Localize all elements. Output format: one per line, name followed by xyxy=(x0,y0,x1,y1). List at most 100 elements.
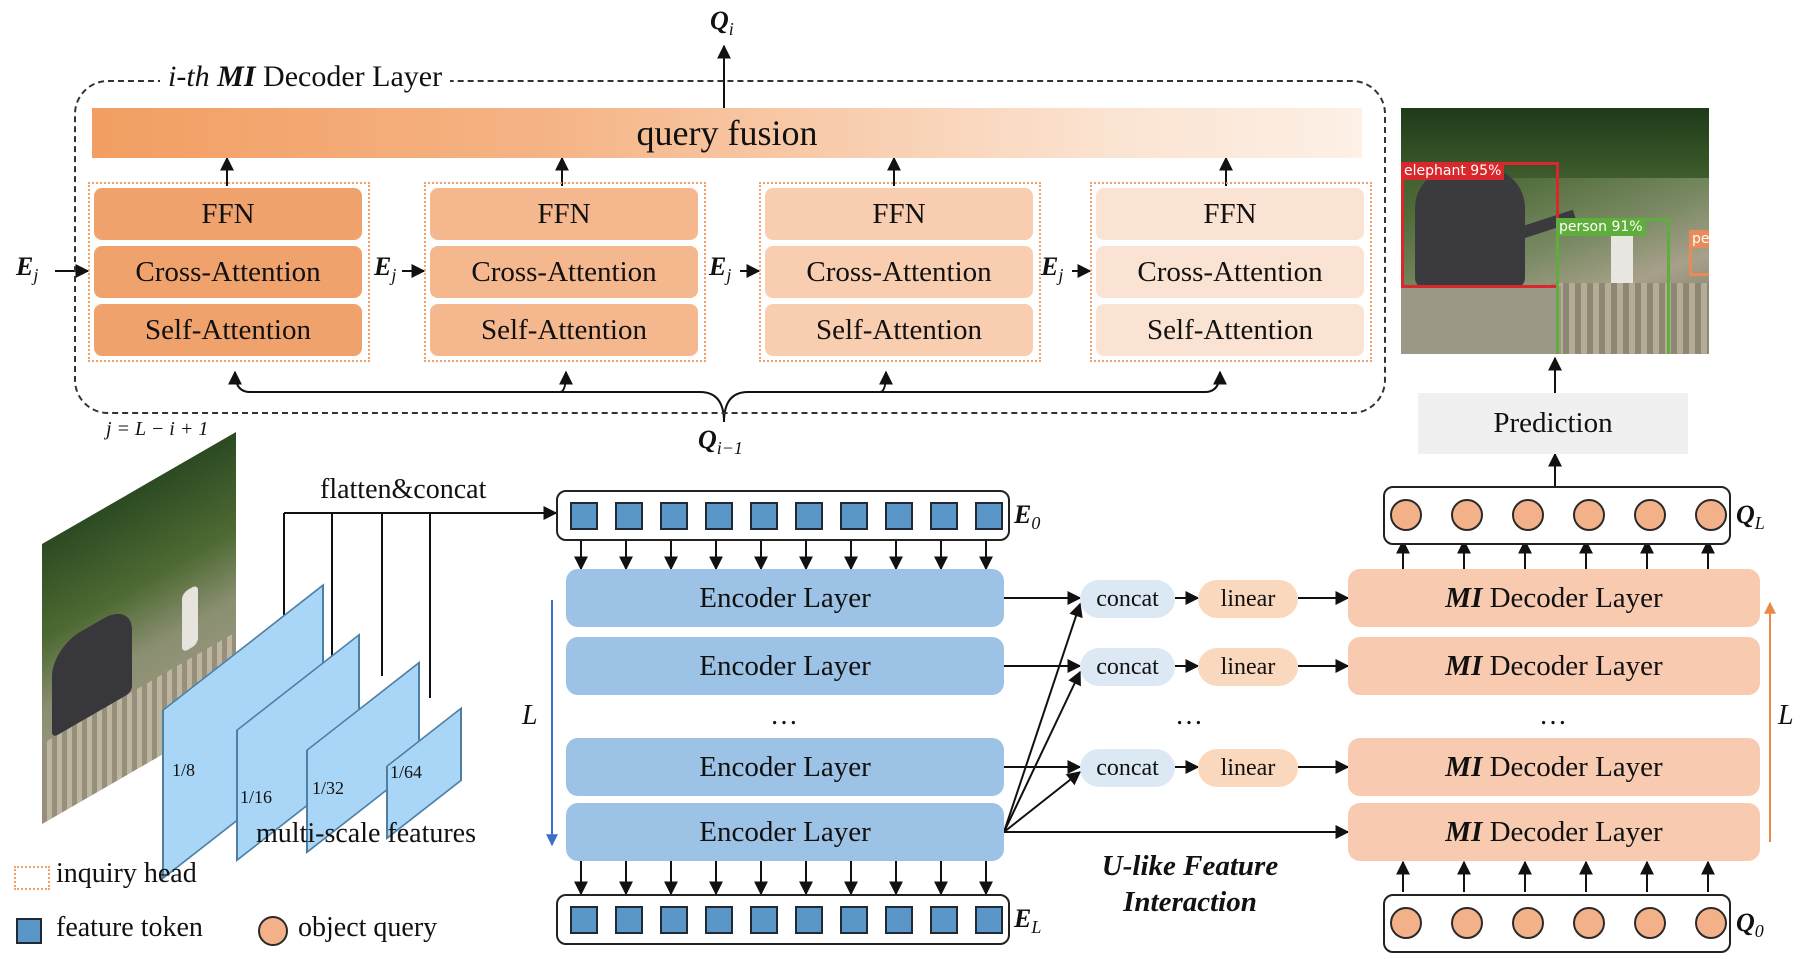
detection-box-elephant: elephant 95% xyxy=(1401,162,1559,288)
inquiry-head-3: FFN Cross-Attention Self-Attention xyxy=(759,182,1041,362)
elephant-shape xyxy=(1415,168,1525,288)
ej-base: E xyxy=(374,252,392,281)
feature-token xyxy=(975,502,1003,530)
decoder-layer-text: Decoder Layer xyxy=(1482,750,1663,783)
cross-attention-block: Cross-Attention xyxy=(94,246,362,298)
wall-shape xyxy=(1401,286,1561,354)
feature-token xyxy=(615,906,643,934)
encoder-ellipsis: … xyxy=(770,700,800,731)
fence-shape xyxy=(1551,283,1709,354)
mi-decoder-layer-1: MI Decoder Layer xyxy=(1348,569,1760,627)
multi-scale-features-label: multi-scale features xyxy=(256,818,477,849)
q0-label: Q0 xyxy=(1736,908,1764,942)
ffn-block: FFN xyxy=(430,188,698,240)
object-query xyxy=(1695,907,1727,939)
u-like-title-line2: Interaction xyxy=(1123,886,1257,918)
feature-token xyxy=(930,906,958,934)
mi-bold: MI xyxy=(1445,750,1483,783)
input-person-shape xyxy=(182,583,198,654)
ej-sub: j xyxy=(391,265,397,286)
q0-base: Q xyxy=(1736,908,1755,937)
concat-node-2: concat xyxy=(1080,648,1175,686)
feature-token xyxy=(840,906,868,934)
flatten-concat-label: flatten&concat xyxy=(320,474,487,505)
index-relation: j = L − i + 1 xyxy=(106,418,209,440)
object-query-legend-icon xyxy=(258,916,288,946)
scale-label-1-16: 1/16 xyxy=(240,787,273,807)
e0-label: E0 xyxy=(1014,500,1040,534)
ffn-block: FFN xyxy=(94,188,362,240)
feature-token xyxy=(930,502,958,530)
cross-attention-block: Cross-Attention xyxy=(430,246,698,298)
ej-sub: j xyxy=(1058,265,1064,286)
query-bar-ql xyxy=(1383,486,1731,545)
ej-base: E xyxy=(1041,252,1059,281)
detection-label-elephant: elephant 95% xyxy=(1401,162,1505,180)
query-bar-q0 xyxy=(1383,894,1731,953)
el-label: EL xyxy=(1014,904,1041,938)
mi-decoder-layer-4: MI Decoder Layer xyxy=(1348,803,1760,861)
decoder-ellipsis: … xyxy=(1539,700,1569,731)
self-attention-block: Self-Attention xyxy=(94,304,362,356)
ej-label-2: Ej xyxy=(374,252,396,286)
encoder-depth-label: L xyxy=(522,700,538,731)
query-fusion-bar: query fusion xyxy=(92,108,1362,158)
cross-attention-block: Cross-Attention xyxy=(765,246,1033,298)
self-attention-block: Self-Attention xyxy=(1096,304,1364,356)
ffn-block: FFN xyxy=(765,188,1033,240)
ej-label-4: Ej xyxy=(1041,252,1063,286)
detection-box-partial: pe xyxy=(1689,230,1709,276)
object-query-legend-label: object query xyxy=(298,912,438,943)
encoder-layer-1: Encoder Layer xyxy=(566,569,1004,627)
e0-base: E xyxy=(1014,500,1032,529)
feature-token xyxy=(795,502,823,530)
self-attention-block: Self-Attention xyxy=(765,304,1033,356)
u-like-interaction-title: U-like Feature Interaction xyxy=(1070,848,1310,920)
concat-node-1: concat xyxy=(1080,580,1175,618)
output-query-label: Qi xyxy=(710,6,734,40)
feature-token xyxy=(705,502,733,530)
feature-token xyxy=(570,502,598,530)
cross-attention-block: Cross-Attention xyxy=(1096,246,1364,298)
title-bold: MI xyxy=(217,60,256,93)
feature-token xyxy=(795,906,823,934)
ql-label: QL xyxy=(1736,500,1765,534)
feature-token xyxy=(615,502,643,530)
mi-bold: MI xyxy=(1445,581,1483,614)
mi-bold: MI xyxy=(1445,815,1483,848)
inquiry-head-legend-label: inquiry head xyxy=(56,858,197,889)
object-query xyxy=(1512,499,1544,531)
encoder-layer-2: Encoder Layer xyxy=(566,637,1004,695)
feature-token xyxy=(975,906,1003,934)
ej-base: E xyxy=(16,252,34,281)
inquiry-head-2: FFN Cross-Attention Self-Attention xyxy=(424,182,706,362)
ej-sub: j xyxy=(33,265,39,286)
feature-token xyxy=(885,906,913,934)
title-prefix: i-th xyxy=(168,60,218,93)
prediction-box: Prediction xyxy=(1418,393,1688,454)
scale-label-1-8: 1/8 xyxy=(172,760,196,780)
mi-decoder-layer-3: MI Decoder Layer xyxy=(1348,738,1760,796)
object-query xyxy=(1451,907,1483,939)
output-query-sub: i xyxy=(728,19,734,40)
output-query-base: Q xyxy=(710,6,729,35)
mi-decoder-layer-2: MI Decoder Layer xyxy=(1348,637,1760,695)
ffn-block: FFN xyxy=(1096,188,1364,240)
mi-bold: MI xyxy=(1445,649,1483,682)
token-bar-e0 xyxy=(556,490,1010,541)
detection-label-person: person 91% xyxy=(1556,218,1646,236)
detection-result-image: elephant 95% person 91% pe xyxy=(1401,108,1709,354)
object-query xyxy=(1451,499,1483,531)
feature-token xyxy=(840,502,868,530)
feature-token xyxy=(705,906,733,934)
object-query xyxy=(1634,499,1666,531)
encoder-layer-3: Encoder Layer xyxy=(566,738,1004,796)
decoder-layer-text: Decoder Layer xyxy=(1482,815,1663,848)
ql-base: Q xyxy=(1736,500,1755,529)
decoder-layer-text: Decoder Layer xyxy=(1482,581,1663,614)
linear-node-2: linear xyxy=(1198,648,1298,686)
decoder-depth-label: L xyxy=(1778,700,1794,731)
feature-token xyxy=(660,502,688,530)
object-query xyxy=(1573,907,1605,939)
self-attention-block: Self-Attention xyxy=(430,304,698,356)
